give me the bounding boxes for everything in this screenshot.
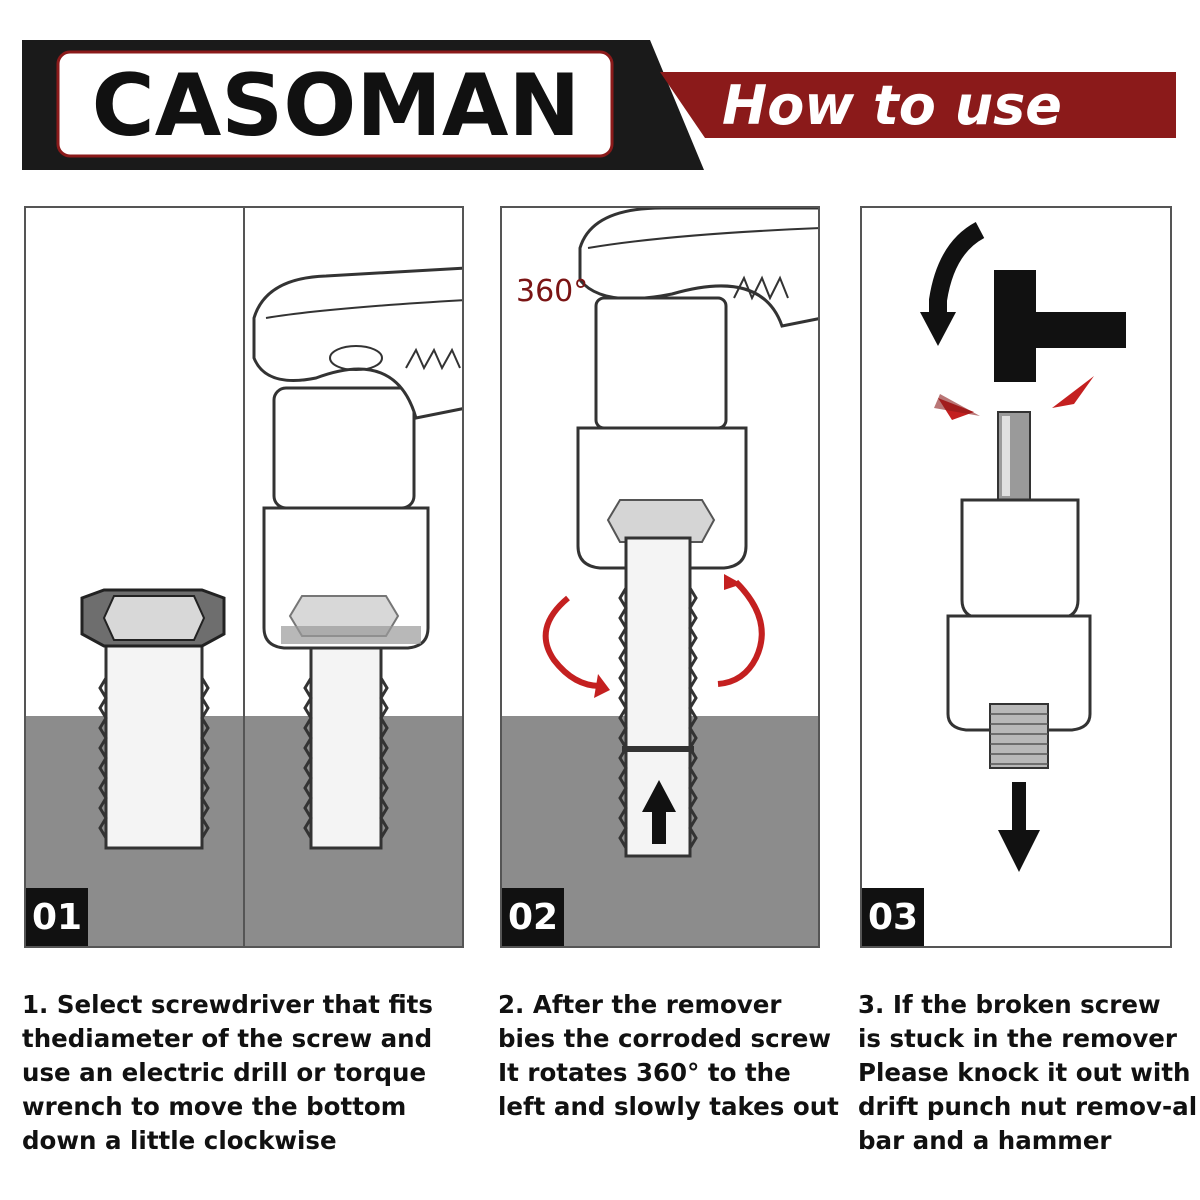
rotation-angle-label: 360°	[516, 274, 589, 309]
socket-icon	[262, 386, 430, 850]
caption-line: thediameter of the screw and	[22, 1024, 433, 1053]
step-1-illustration	[26, 208, 462, 946]
extractor-bit	[618, 536, 698, 858]
caption-line: 2. After the remover	[498, 990, 782, 1019]
caption-line: wrench to move the bottom	[22, 1092, 407, 1121]
caption-line: It rotates 360° to the	[498, 1058, 791, 1087]
step-3-caption: 3. If the broken screw is stuck in the r…	[858, 988, 1198, 1158]
caption-line: 3. If the broken screw	[858, 990, 1161, 1019]
down-arrow-icon	[998, 782, 1040, 872]
caption-line: drift punch nut remov-al	[858, 1092, 1198, 1121]
step-2-illustration	[502, 208, 818, 946]
caption-line: Please knock it out with	[858, 1058, 1191, 1087]
step-number-2: 02	[502, 888, 564, 946]
step-number-1: 01	[26, 888, 88, 946]
socket-icon	[576, 296, 748, 570]
rotate-arrow-icon	[542, 574, 765, 698]
caption-line: 1. Select screwdriver that fits	[22, 990, 433, 1019]
caption-line: down a little clockwise	[22, 1126, 337, 1155]
step-panel-2: 360° 02	[500, 206, 820, 948]
header-banner: CASOMAN How to use	[0, 0, 1200, 200]
step-3-illustration	[920, 222, 1126, 872]
curved-arrow-icon	[920, 222, 985, 346]
impact-marks	[934, 376, 1094, 420]
header-graphic	[22, 40, 1176, 170]
caption-line: bar and a hammer	[858, 1126, 1112, 1155]
step-number-3: 03	[862, 888, 924, 946]
caption-line: left and slowly takes out	[498, 1092, 839, 1121]
step-2-caption: 2. After the remover bies the corroded s…	[498, 988, 839, 1124]
hammer-icon	[994, 270, 1126, 382]
page-title: How to use	[722, 74, 1062, 137]
caption-line: is stuck in the remover	[858, 1024, 1177, 1053]
up-arrow-icon	[642, 780, 676, 844]
step-panel-1: 01	[24, 206, 464, 948]
step-panel-3: 03	[860, 206, 1172, 948]
punch-icon	[997, 411, 1031, 501]
wrench-icon	[252, 266, 462, 420]
socket-icon	[946, 498, 1092, 769]
step-1-caption: 1. Select screwdriver that fits thediame…	[22, 988, 452, 1158]
brand-logo: CASOMAN	[91, 56, 581, 156]
caption-line: use an electric drill or torque	[22, 1058, 427, 1087]
hex-bolt-icon	[80, 588, 226, 850]
caption-line: bies the corroded screw	[498, 1024, 831, 1053]
